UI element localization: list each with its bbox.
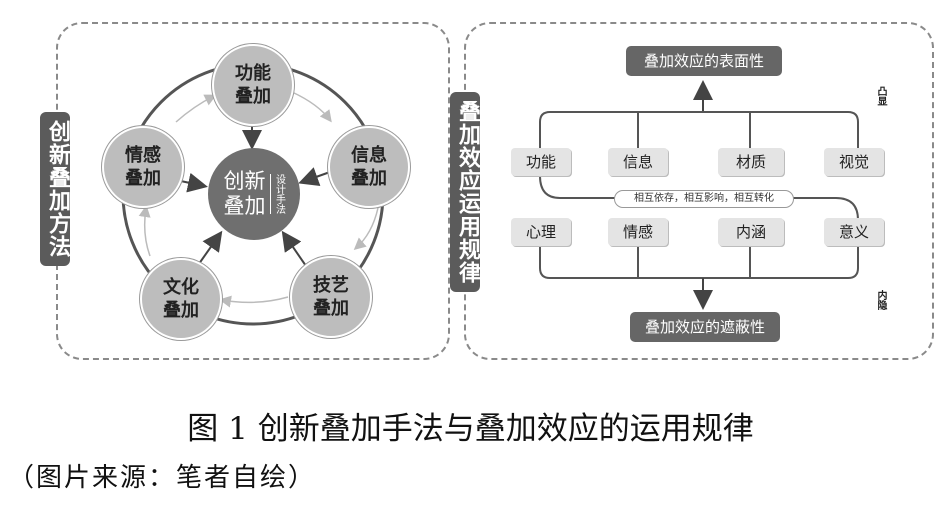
upper-item-function: 功能 (511, 148, 571, 176)
upper-item-information: 信息 (608, 148, 668, 176)
node-information: 信息 叠加 (328, 126, 410, 208)
surface-effect-box: 叠加效应的表面性 (626, 46, 782, 76)
node-function: 功能 叠加 (212, 44, 294, 126)
image-source-note: （图片来源：笔者自绘） (8, 463, 317, 493)
node-emotion: 情感 叠加 (102, 126, 184, 208)
figure-caption: 图 1 创新叠加手法与叠加效应的运用规律 (187, 411, 754, 447)
lower-item-psychology: 心理 (511, 218, 571, 246)
upper-item-visual: 视觉 (824, 148, 884, 176)
side-label-prominent: 凸显 (875, 86, 886, 106)
center-node-title: 创新 叠加 (223, 169, 266, 218)
side-label-implicit: 内隐 (875, 290, 886, 310)
center-node-subtitle: 设计手法 (269, 174, 285, 214)
lower-item-emotion: 情感 (608, 218, 668, 246)
lower-item-meaning: 意义 (824, 218, 884, 246)
node-technique: 技艺 叠加 (290, 256, 372, 338)
relation-label: 相互依存，相互影响，相互转化 (614, 190, 794, 208)
concealment-effect-box: 叠加效应的遮蔽性 (630, 312, 780, 342)
left-panel-label: 创新叠加方法 (40, 112, 70, 266)
upper-item-material: 材质 (718, 148, 784, 176)
lower-item-connotation: 内涵 (718, 218, 784, 246)
center-node: 创新 叠加 设计手法 (208, 148, 300, 240)
right-panel-label: 叠加效应运用规律 (450, 92, 480, 292)
node-culture: 文化 叠加 (140, 258, 222, 340)
